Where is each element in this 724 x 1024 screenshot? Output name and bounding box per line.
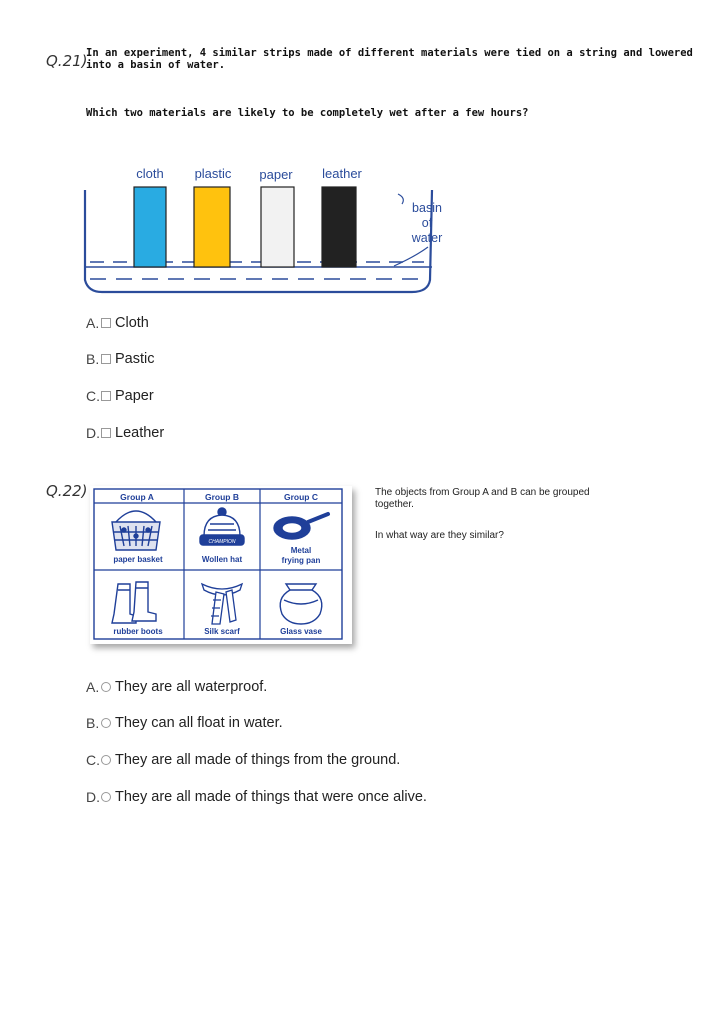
q21-option-c[interactable]: C. Paper xyxy=(86,386,154,406)
option-letter: B. xyxy=(86,715,100,731)
option-text: They are all waterproof. xyxy=(115,679,268,695)
question-stem-line2: into a basin of water. xyxy=(86,59,226,71)
basin-pointer-line xyxy=(393,246,429,267)
basin-pointer xyxy=(397,193,404,205)
question-stem-line2: together. xyxy=(375,499,414,510)
frying-pan-icon xyxy=(273,512,330,540)
header-group-c: Group C xyxy=(284,492,318,502)
q21-option-a[interactable]: A. Cloth xyxy=(86,313,149,333)
strip-label-leather: leather xyxy=(322,166,362,181)
basin-label-line1: basin xyxy=(412,201,442,215)
option-letter: D. xyxy=(86,789,100,805)
option-letter: A. xyxy=(86,315,100,331)
strip-label-paper: paper xyxy=(259,167,293,182)
q22-option-b[interactable]: B. They can all float in water. xyxy=(86,713,283,733)
basin-outline xyxy=(83,189,434,294)
strip-label-plastic: plastic xyxy=(195,166,232,181)
basin-label-line3: water xyxy=(411,231,443,245)
option-text: Cloth xyxy=(115,315,149,331)
option-letter: A. xyxy=(86,679,100,695)
rubber-boots-icon xyxy=(111,581,157,624)
question-prompt: Which two materials are likely to be com… xyxy=(86,107,529,119)
q21-option-d[interactable]: D. Leather xyxy=(86,423,164,443)
checkbox[interactable] xyxy=(101,354,111,364)
question-number: Q.21) xyxy=(46,52,88,70)
label-metal: Metal xyxy=(291,546,311,555)
groups-table-figure: Group A Group B Group C paper basket CHA… xyxy=(90,486,352,644)
strip-paper xyxy=(260,186,295,268)
option-text: They can all float in water. xyxy=(115,715,283,731)
strip-cloth xyxy=(133,186,167,268)
question-number: Q.22) xyxy=(46,482,88,500)
label-silk-scarf: Silk scarf xyxy=(204,627,240,636)
question-stem-line1: In an experiment, 4 similar strips made … xyxy=(86,47,693,59)
label-paper-basket: paper basket xyxy=(113,555,163,564)
basin-label-line2: of xyxy=(422,216,433,230)
label-glass-vase: Glass vase xyxy=(280,627,322,636)
option-letter: C. xyxy=(86,388,100,404)
basin-experiment-figure: cloth plastic paper leather basin of wat… xyxy=(83,166,443,294)
silk-scarf-icon xyxy=(200,582,244,625)
paper-basket-icon xyxy=(111,510,161,551)
checkbox[interactable] xyxy=(101,428,111,438)
option-letter: B. xyxy=(86,351,100,367)
q22-option-a[interactable]: A. They are all waterproof. xyxy=(86,677,267,697)
woollen-hat-icon xyxy=(199,507,245,546)
checkbox[interactable] xyxy=(101,391,111,401)
option-text: Pastic xyxy=(115,351,155,367)
checkbox[interactable] xyxy=(101,318,111,328)
header-group-b: Group B xyxy=(205,492,239,502)
q22-option-c[interactable]: C. They are all made of things from the … xyxy=(86,750,400,770)
option-text: They are all made of things that were on… xyxy=(115,789,427,805)
option-letter: C. xyxy=(86,752,100,768)
radio-button[interactable] xyxy=(101,792,111,802)
question-prompt: In what way are they similar? xyxy=(375,530,504,541)
label-woollen-hat: Wollen hat xyxy=(202,555,243,564)
option-text: Leather xyxy=(115,425,165,441)
label-rubber-boots: rubber boots xyxy=(113,627,163,636)
radio-button[interactable] xyxy=(101,718,111,728)
option-letter: D. xyxy=(86,425,100,441)
label-frying-pan: frying pan xyxy=(282,556,321,565)
q21-option-b[interactable]: B. Pastic xyxy=(86,349,155,369)
table-border xyxy=(93,488,343,640)
question-stem-line1: The objects from Group A and B can be gr… xyxy=(375,487,590,498)
strip-leather xyxy=(321,186,357,268)
glass-vase-icon xyxy=(279,583,323,625)
radio-button[interactable] xyxy=(101,682,111,692)
q22-option-d[interactable]: D. They are all made of things that were… xyxy=(86,787,427,807)
option-text: They are all made of things from the gro… xyxy=(115,752,401,768)
strip-plastic xyxy=(193,186,231,268)
hat-brand-text: CHAMPION xyxy=(209,539,236,545)
radio-button[interactable] xyxy=(101,755,111,765)
header-group-a: Group A xyxy=(120,492,154,502)
strip-label-cloth: cloth xyxy=(136,166,163,181)
option-text: Paper xyxy=(115,388,154,404)
